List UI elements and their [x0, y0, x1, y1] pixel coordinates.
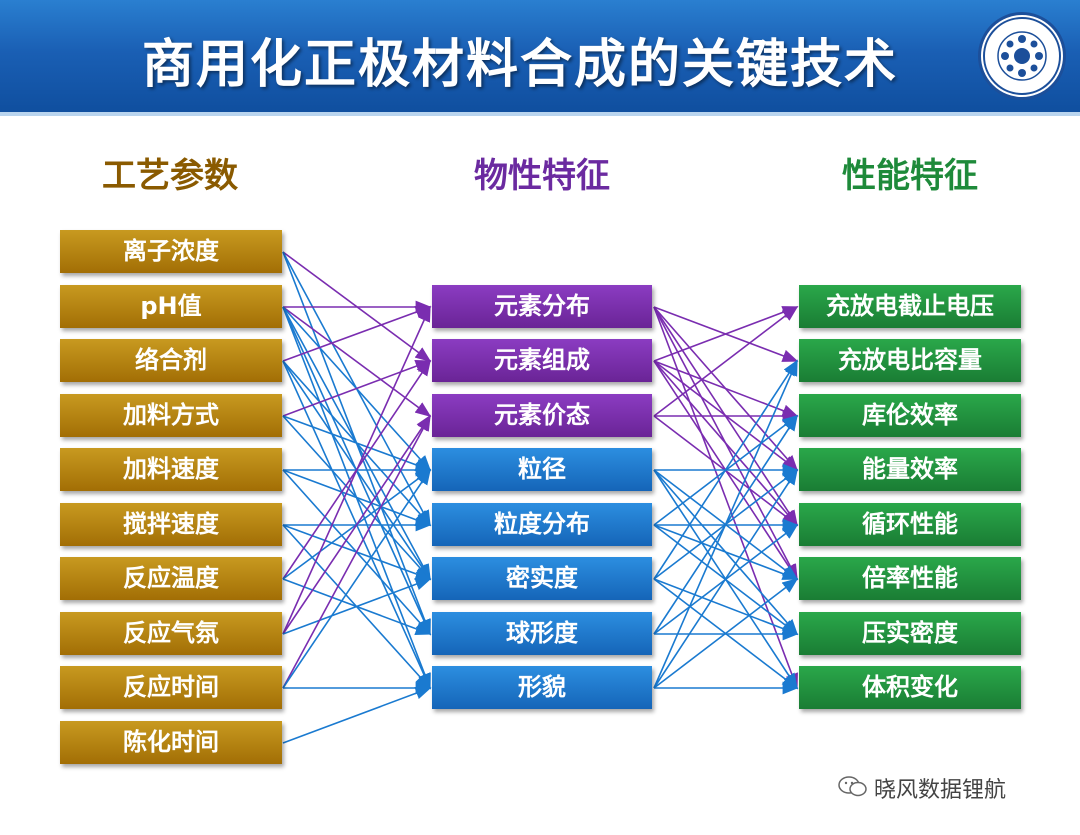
- physical-item: 元素分布: [432, 285, 652, 328]
- watermark-text: 晓风数据锂航: [874, 778, 1007, 803]
- process-item: 陈化时间: [60, 721, 282, 764]
- performance-item: 库伦效率: [799, 394, 1021, 437]
- connector-line: [653, 578, 799, 689]
- performance-item: 体积变化: [799, 666, 1021, 709]
- connector-line: [653, 359, 798, 689]
- connector-line: [282, 578, 432, 635]
- connector-line: [653, 306, 799, 362]
- physical-item: 粒度分布: [432, 503, 652, 546]
- physical-item: 形貌: [432, 666, 652, 709]
- process-item: 加料方式: [60, 394, 282, 437]
- performance-item: 循环性能: [799, 503, 1021, 546]
- heading-process-params: 工艺参数: [102, 156, 238, 196]
- connector-line: [653, 468, 798, 689]
- connector-line: [653, 524, 799, 580]
- process-item: pH值: [60, 285, 282, 328]
- heading-physical-features: 物性特征: [474, 156, 610, 196]
- connector-line: [282, 469, 432, 526]
- process-item: 离子浓度: [60, 230, 282, 273]
- physical-item: 元素价态: [432, 394, 652, 437]
- heading-performance-features: 性能特征: [842, 156, 978, 196]
- connector-line: [282, 415, 432, 472]
- connector-line: [653, 306, 799, 417]
- performance-item: 能量效率: [799, 448, 1021, 491]
- title-banner: [0, 0, 1080, 115]
- academy-logo-icon: [978, 12, 1066, 100]
- process-item: 加料速度: [60, 448, 282, 491]
- performance-item: 压实密度: [799, 612, 1021, 655]
- connector-line: [282, 414, 431, 689]
- physical-item: 球形度: [432, 612, 652, 655]
- connector-line: [653, 360, 799, 527]
- connector-line: [653, 360, 799, 417]
- banner-divider: [0, 112, 1080, 116]
- connector-line: [282, 360, 432, 417]
- physical-item: 密实度: [432, 557, 652, 600]
- connector-line: [282, 687, 432, 744]
- process-item: 反应温度: [60, 557, 282, 600]
- process-item: 反应气氛: [60, 612, 282, 655]
- process-item: 搅拌速度: [60, 503, 282, 546]
- connector-line: [653, 306, 798, 690]
- connector-line: [282, 468, 431, 689]
- connector-line: [282, 306, 432, 417]
- physical-item: 元素组成: [432, 339, 652, 382]
- process-item: 反应时间: [60, 666, 282, 709]
- connector-line: [282, 414, 431, 635]
- connector-line: [653, 359, 798, 580]
- connector-line: [282, 305, 431, 635]
- page-title: 商用化正极材料合成的关键技术: [141, 35, 898, 95]
- wechat-icon: [838, 776, 868, 798]
- performance-item: 倍率性能: [799, 557, 1021, 600]
- connector-line: [282, 305, 432, 362]
- performance-item: 充放电截止电压: [799, 285, 1021, 328]
- connector-line: [653, 578, 799, 635]
- performance-item: 充放电比容量: [799, 339, 1021, 382]
- process-item: 络合剂: [60, 339, 282, 382]
- physical-item: 粒径: [432, 448, 652, 491]
